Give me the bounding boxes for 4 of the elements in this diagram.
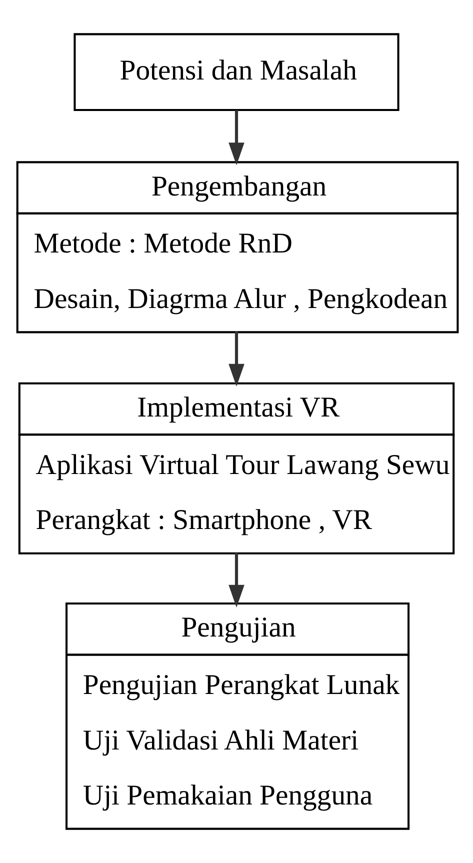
arrow bbox=[228, 332, 244, 386]
arrow bbox=[228, 110, 244, 166]
node-box: Potensi dan Masalah bbox=[74, 33, 400, 111]
arrow bbox=[228, 552, 244, 608]
